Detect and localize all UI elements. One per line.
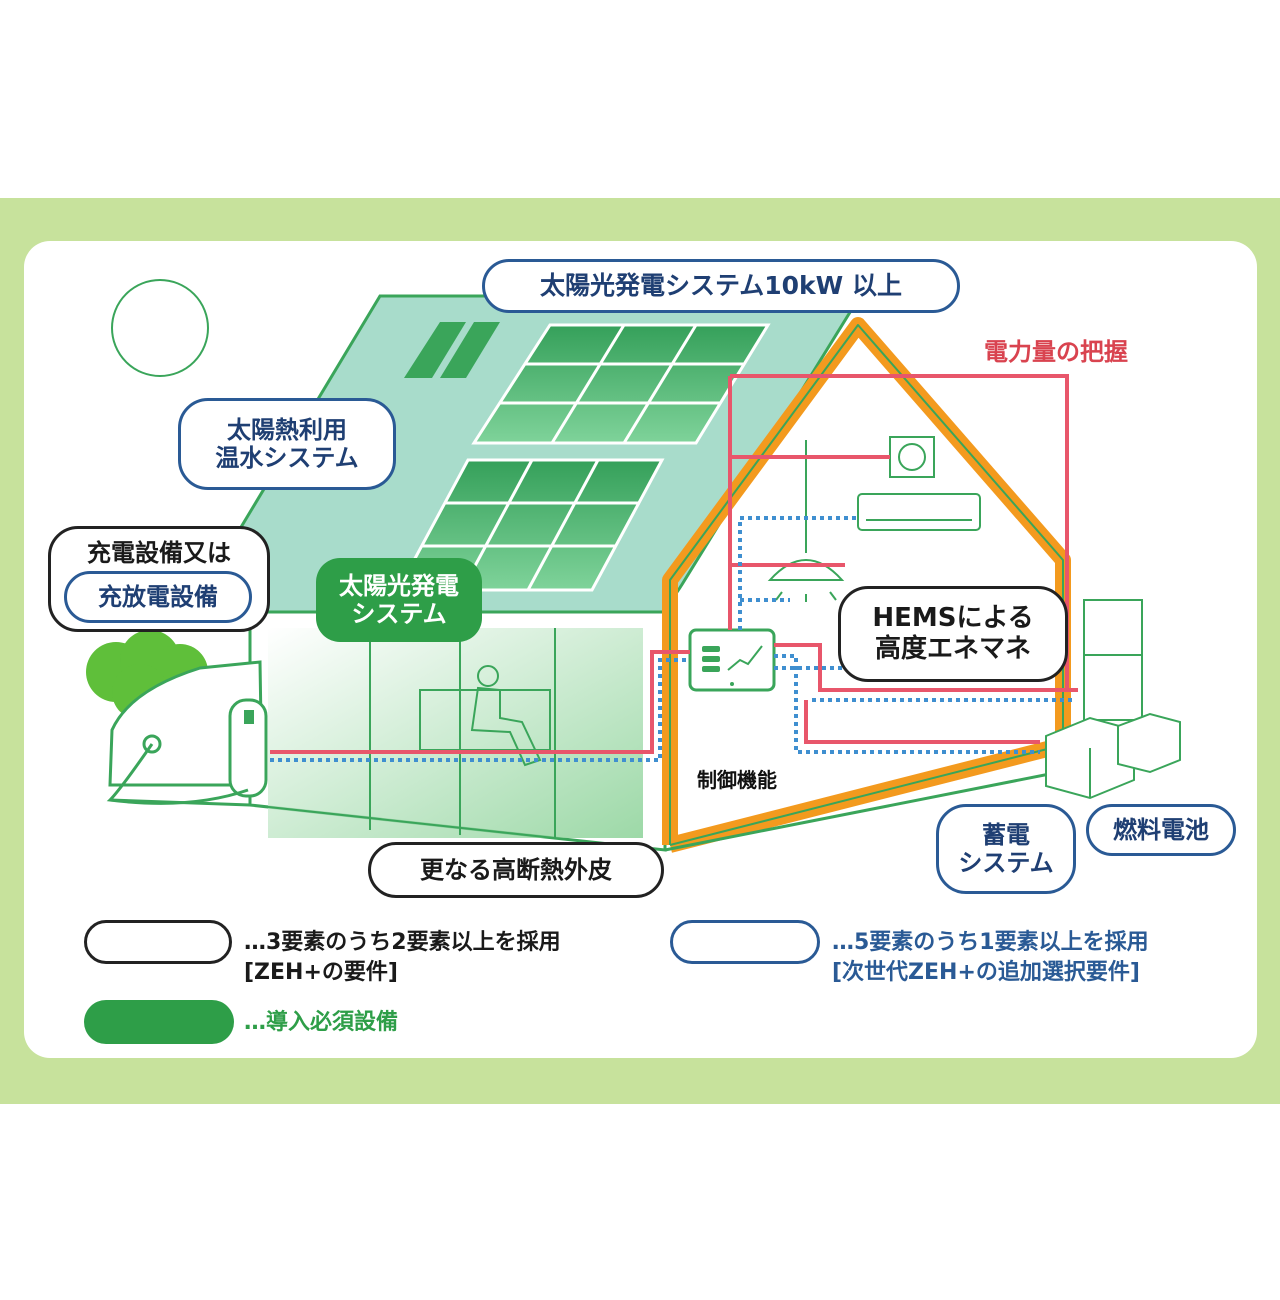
label-solar-10kw: 太陽光発電システム10kW 以上	[482, 259, 960, 313]
pv-array-upper	[471, 323, 771, 445]
ev-charger-icon	[106, 698, 268, 805]
label-control-function: 制御機能	[697, 768, 777, 792]
label-solar-thermal: 太陽熱利用 温水システム	[178, 398, 396, 490]
hems-monitor-icon	[688, 628, 776, 692]
legend-blue-swatch	[670, 920, 820, 964]
solar-thermal-panels	[404, 322, 500, 378]
legend-blue-text: …5要素のうち1要素以上を採用 [次世代ZEH+の追加選択要件]	[832, 930, 1149, 985]
power-lines	[270, 374, 1078, 754]
air-conditioner-icon	[857, 493, 981, 531]
label-solar-pv-required: 太陽光発電 システム	[316, 558, 482, 642]
label-fuel-cell: 燃料電池	[1086, 804, 1236, 856]
pv-array-lower	[395, 458, 665, 592]
label-hems: HEMSによる 高度エネマネ	[838, 586, 1068, 682]
label-charger: 充電設備又は	[87, 539, 231, 567]
ventilation-fan-icon	[889, 436, 935, 478]
legend-green-swatch	[84, 1000, 234, 1044]
legend-black-text: …3要素のうち2要素以上を採用 [ZEH+の要件]	[244, 930, 561, 985]
label-charge-discharge: 充放電設備	[64, 571, 252, 623]
glass-wall	[268, 628, 643, 838]
label-storage-system: 蓄電 システム	[936, 804, 1076, 894]
label-insulation: 更なる高断熱外皮	[368, 842, 664, 898]
storage-battery-icon	[1045, 716, 1135, 800]
legend-green-text: …導入必須設備	[244, 1010, 399, 1035]
legend-black-swatch	[84, 920, 232, 964]
fuel-cell-icon	[1117, 712, 1181, 774]
fridge-icon	[1083, 599, 1143, 721]
label-power-monitoring: 電力量の把握	[984, 338, 1128, 366]
sun-icon	[111, 279, 209, 377]
